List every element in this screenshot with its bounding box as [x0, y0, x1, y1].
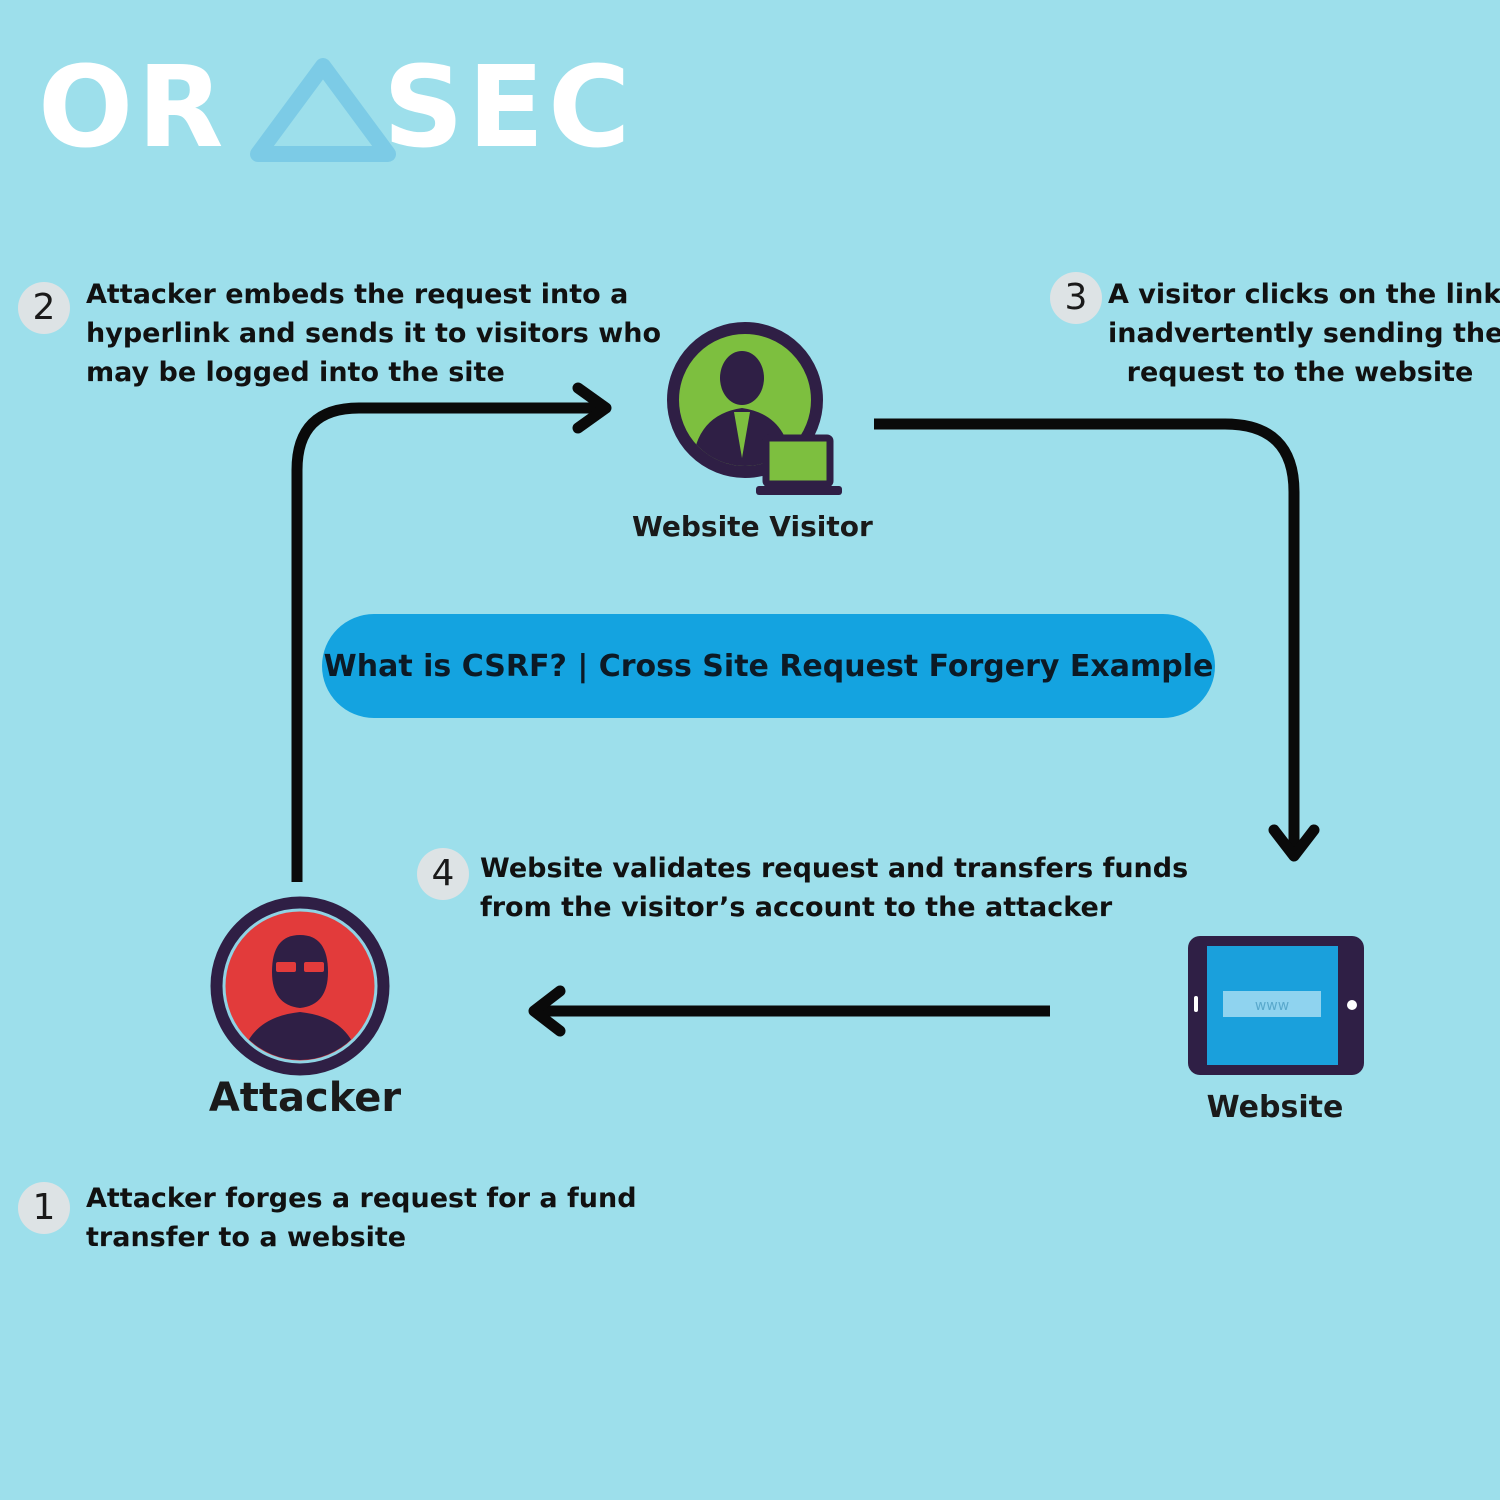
logo-text-left: OR — [38, 43, 228, 173]
step-4-line: Website validates request and transfers … — [480, 853, 1189, 884]
arrow-visitor-to-website — [874, 418, 1300, 852]
page-title: What is CSRF? | Cross Site Request Forge… — [323, 648, 1214, 684]
step-4-text: Website validates request and transfers … — [480, 849, 1188, 927]
step-2-badge: 2 — [18, 282, 70, 334]
orasec-logo: OR SEC — [38, 48, 638, 168]
step-1-badge: 1 — [18, 1182, 70, 1234]
step-3-line: request to the website — [1126, 357, 1474, 388]
step-4-badge: 4 — [417, 848, 469, 900]
step-3-line: inadvertently sending the — [1108, 318, 1500, 349]
step-1-text: Attacker forges a request for a fund tra… — [86, 1179, 637, 1257]
website-visitor-icon — [667, 322, 842, 495]
logo-text-right: SEC — [383, 43, 635, 173]
step-1-line: Attacker forges a request for a fund — [86, 1183, 637, 1214]
website-screen-text: www — [1255, 998, 1289, 1014]
step-3-badge: 3 — [1050, 272, 1102, 324]
attacker-label: Attacker — [208, 1075, 402, 1121]
step-2-text: Attacker embeds the request into a hyper… — [86, 275, 661, 392]
step-1-line: transfer to a website — [86, 1222, 407, 1253]
step-3-line: A visitor clicks on the link, — [1108, 279, 1500, 310]
step-3-text: A visitor clicks on the link, inadverten… — [1108, 275, 1500, 392]
triangle-icon — [250, 58, 396, 162]
attacker-icon — [210, 896, 390, 1076]
step-2-line: hyperlink and sends it to visitors who — [86, 318, 661, 349]
arrow-attacker-to-visitor — [291, 402, 600, 882]
step-2-line: Attacker embeds the request into a — [86, 279, 629, 310]
title-banner: What is CSRF? | Cross Site Request Forge… — [322, 614, 1215, 718]
website-visitor-label: Website Visitor — [632, 510, 873, 543]
website-label: Website — [1206, 1090, 1344, 1125]
website-tablet-icon: www — [1188, 936, 1364, 1075]
step-2-line: may be logged into the site — [86, 357, 505, 388]
step-4-line: from the visitor’s account to the attack… — [480, 892, 1113, 923]
